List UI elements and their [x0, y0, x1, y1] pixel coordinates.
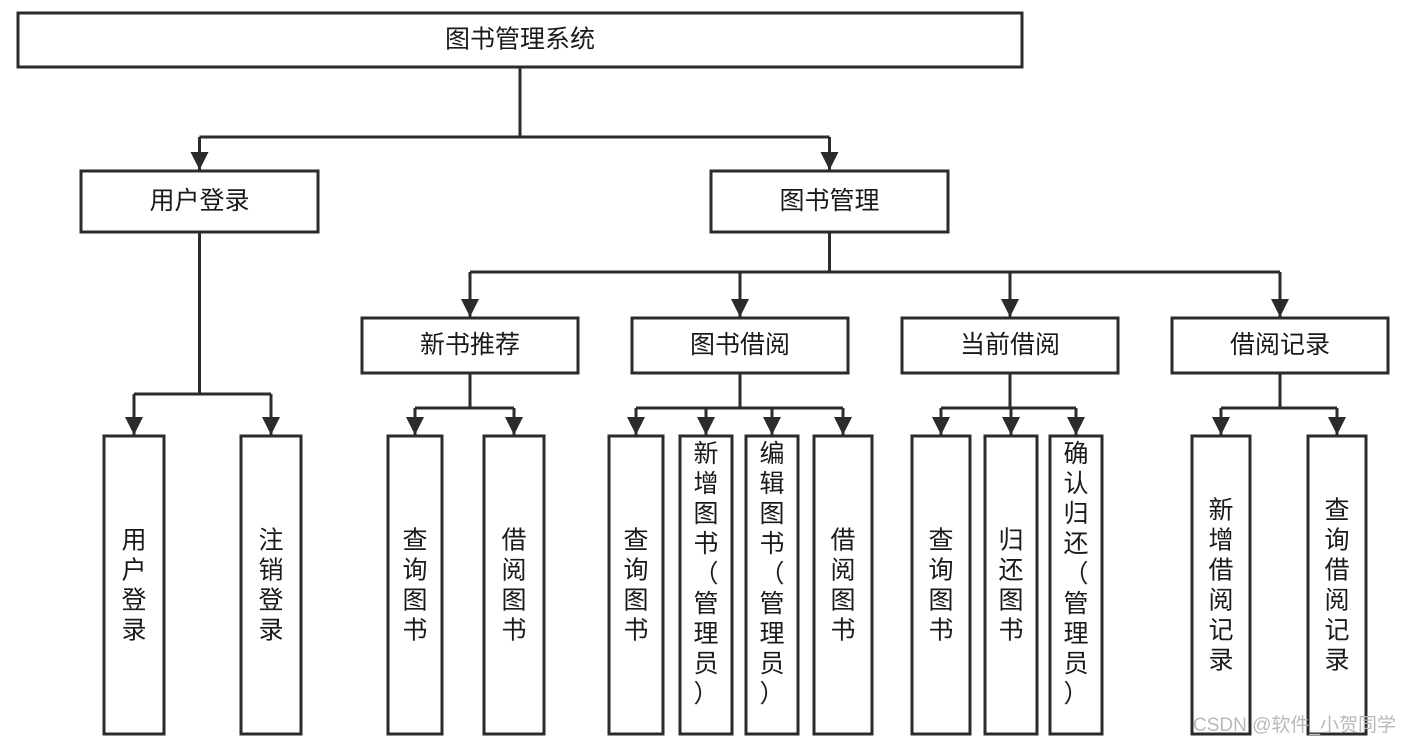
node-box-leaf-borrow-book[interactable] — [812, 434, 874, 736]
arrow-head-icon — [627, 417, 645, 435]
arrow-head-icon — [125, 417, 143, 435]
leaf-node[interactable]: 编辑图书（管理员） — [744, 434, 800, 736]
level3-node[interactable]: 图书借阅 — [630, 316, 850, 375]
node-box-user-login[interactable] — [79, 169, 320, 234]
node-box-leaf-add-book[interactable] — [678, 434, 734, 736]
node-box-leaf-borrow-book-rec[interactable] — [482, 434, 546, 736]
level3-node[interactable]: 当前借阅 — [900, 316, 1120, 375]
node-box-leaf-confirm-return[interactable] — [1048, 434, 1104, 736]
level2-node[interactable]: 用户登录 — [79, 169, 320, 234]
leaf-node[interactable]: 借阅图书 — [812, 434, 874, 736]
node-layer: 图书管理系统用户登录图书管理新书推荐图书借阅当前借阅借阅记录用户登录注销登录查询… — [16, 11, 1390, 736]
node-box-leaf-query-record[interactable] — [1306, 434, 1368, 736]
node-label-root: 图书管理系统 — [445, 26, 595, 54]
node-label-leaf-borrow-book: 借阅图书 — [830, 526, 855, 644]
node-box-book-manage[interactable] — [709, 169, 950, 234]
arrow-head-icon — [406, 417, 424, 435]
node-box-book-borrow[interactable] — [630, 316, 850, 375]
leaf-node[interactable]: 确认归还（管理员） — [1048, 434, 1104, 736]
node-box-leaf-query-book-borrow[interactable] — [607, 434, 665, 736]
node-label-user-login: 用户登录 — [149, 187, 249, 215]
node-box-leaf-query-book-cur[interactable] — [910, 434, 972, 736]
node-label-new-book-rec: 新书推荐 — [420, 331, 520, 359]
node-label-leaf-add-book: 新增图书（管理员） — [693, 440, 718, 708]
leaf-node[interactable]: 查询图书 — [607, 434, 665, 736]
connector-layer — [125, 67, 1346, 435]
node-box-borrow-record[interactable] — [1170, 316, 1390, 375]
node-label-leaf-confirm-return: 确认归还（管理员） — [1063, 440, 1088, 708]
node-box-leaf-add-record[interactable] — [1190, 434, 1252, 736]
node-label-leaf-query-record: 查询借阅记录 — [1324, 496, 1349, 674]
leaf-node[interactable]: 查询借阅记录 — [1306, 434, 1368, 736]
node-label-leaf-query-book-cur: 查询图书 — [928, 526, 953, 644]
arrow-head-icon — [1328, 417, 1346, 435]
leaf-node[interactable]: 查询图书 — [386, 434, 444, 736]
node-label-borrow-record: 借阅记录 — [1230, 331, 1330, 359]
node-label-leaf-user-login: 用户登录 — [121, 526, 146, 644]
arrow-head-icon — [763, 417, 781, 435]
node-label-leaf-return-book: 归还图书 — [998, 526, 1023, 644]
level3-node[interactable]: 借阅记录 — [1170, 316, 1390, 375]
arrow-head-icon — [461, 299, 479, 317]
node-label-leaf-borrow-book-rec: 借阅图书 — [501, 526, 526, 644]
node-box-current-borrow[interactable] — [900, 316, 1120, 375]
node-box-leaf-return-book[interactable] — [983, 434, 1039, 736]
root-node[interactable]: 图书管理系统 — [16, 11, 1024, 69]
node-label-leaf-add-record: 新增借阅记录 — [1208, 496, 1233, 674]
arrow-head-icon — [505, 417, 523, 435]
leaf-node[interactable]: 归还图书 — [983, 434, 1039, 736]
level2-node[interactable]: 图书管理 — [709, 169, 950, 234]
leaf-node[interactable]: 借阅图书 — [482, 434, 546, 736]
level3-node[interactable]: 新书推荐 — [360, 316, 580, 375]
node-box-root[interactable] — [16, 11, 1024, 69]
arrow-head-icon — [1067, 417, 1085, 435]
leaf-node[interactable]: 新增借阅记录 — [1190, 434, 1252, 736]
node-box-leaf-user-login[interactable] — [102, 434, 166, 736]
node-box-leaf-user-logout[interactable] — [239, 434, 303, 736]
node-label-current-borrow: 当前借阅 — [960, 331, 1060, 359]
leaf-node[interactable]: 查询图书 — [910, 434, 972, 736]
node-label-leaf-query-book-rec: 查询图书 — [402, 526, 427, 644]
arrow-head-icon — [1002, 417, 1020, 435]
arrow-head-icon — [1001, 299, 1019, 317]
node-label-book-borrow: 图书借阅 — [690, 331, 790, 359]
arrow-head-icon — [262, 417, 280, 435]
arrow-head-icon — [820, 152, 839, 170]
node-box-leaf-edit-book[interactable] — [744, 434, 800, 736]
node-label-leaf-user-logout: 注销登录 — [258, 526, 283, 644]
csdn-watermark: CSDN @软件_小贺同学 — [1193, 714, 1396, 736]
node-label-leaf-query-book-borrow: 查询图书 — [623, 526, 648, 644]
arrow-head-icon — [932, 417, 950, 435]
arrow-head-icon — [731, 299, 749, 317]
node-label-book-manage: 图书管理 — [779, 187, 879, 215]
arrow-head-icon — [1212, 417, 1230, 435]
arrow-head-icon — [697, 417, 715, 435]
node-box-new-book-rec[interactable] — [360, 316, 580, 375]
node-label-leaf-edit-book: 编辑图书（管理员） — [759, 440, 784, 708]
leaf-node[interactable]: 注销登录 — [239, 434, 303, 736]
node-box-leaf-query-book-rec[interactable] — [386, 434, 444, 736]
leaf-node[interactable]: 用户登录 — [102, 434, 166, 736]
leaf-node[interactable]: 新增图书（管理员） — [678, 434, 734, 736]
arrow-head-icon — [190, 152, 209, 170]
arrow-head-icon — [834, 417, 852, 435]
arrow-head-icon — [1271, 299, 1289, 317]
